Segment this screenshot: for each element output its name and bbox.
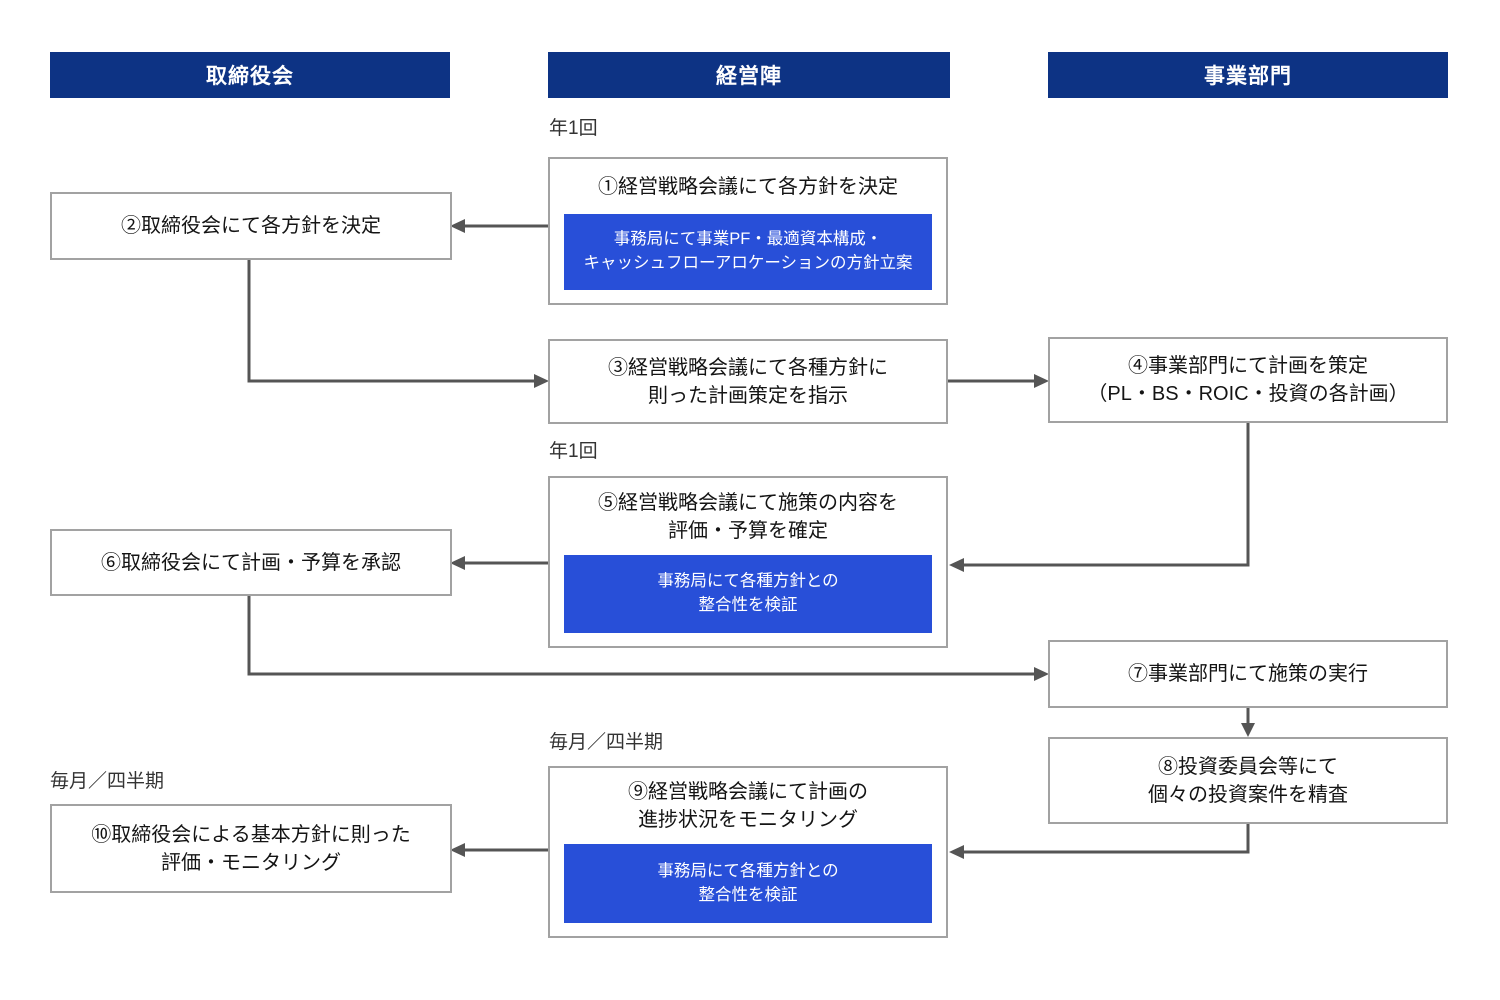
connector-8-to-9	[949, 823, 1250, 859]
process-box-4: ④事業部門にて計画を策定 （PL・BS・ROIC・投資の各計画）	[1048, 337, 1448, 423]
process-box-10-title: ⑩取締役会による基本方針に則った 評価・モニタリング	[91, 823, 411, 874]
process-box-7: ⑦事業部門にて施策の実行	[1048, 640, 1448, 708]
process-box-9: ⑨経営戦略会議にて計画の 進捗状況をモニタリング 事務局にて各種方針との 整合性…	[548, 766, 948, 938]
process-box-2: ②取締役会にて各方針を決定	[50, 192, 452, 260]
process-box-6: ⑥取締役会にて計画・予算を承認	[50, 529, 452, 596]
connector-1-to-2	[450, 219, 548, 233]
column-header-board: 取締役会	[50, 52, 450, 98]
process-box-3: ③経営戦略会議にて各種方針に 則った計画策定を指示	[548, 339, 948, 424]
connector-9-to-10	[450, 843, 548, 857]
frequency-label-annual-1: 年1回	[549, 118, 598, 139]
connector-2-to-3	[247, 260, 549, 388]
process-box-1-title: ①経営戦略会議にて各方針を決定	[598, 175, 898, 198]
process-box-10: ⑩取締役会による基本方針に則った 評価・モニタリング	[50, 804, 452, 893]
process-box-9-title: ⑨経営戦略会議にて計画の 進捗状況をモニタリング	[628, 781, 868, 831]
process-box-1-title-wrap: ①経営戦略会議にて各方針を決定	[550, 159, 946, 214]
process-box-2-title: ②取締役会にて各方針を決定	[121, 215, 381, 237]
connector-7-to-8	[1241, 707, 1255, 737]
process-box-9-title-wrap: ⑨経営戦略会議にて計画の 進捗状況をモニタリング	[550, 768, 946, 844]
secretariat-box-9: 事務局にて各種方針との 整合性を検証	[564, 844, 932, 923]
process-box-4-title: ④事業部門にて計画を策定 （PL・BS・ROIC・投資の各計画）	[1087, 355, 1409, 405]
process-box-8-title: ⑧投資委員会等にて 個々の投資案件を精査	[1148, 755, 1348, 806]
secretariat-box-1: 事務局にて事業PF・最適資本構成・ キャッシュフローアロケーションの方針立案	[564, 214, 932, 290]
process-box-5-title-wrap: ⑤経営戦略会議にて施策の内容を 評価・予算を確定	[550, 478, 946, 555]
process-box-7-title: ⑦事業部門にて施策の実行	[1128, 663, 1368, 685]
process-box-5: ⑤経営戦略会議にて施策の内容を 評価・予算を確定 事務局にて各種方針との 整合性…	[548, 476, 948, 648]
process-box-1: ①経営戦略会議にて各方針を決定 事務局にて事業PF・最適資本構成・ キャッシュフ…	[548, 157, 948, 305]
connector-4-to-5	[949, 423, 1250, 572]
connector-3-to-4	[948, 374, 1049, 388]
process-box-8: ⑧投資委員会等にて 個々の投資案件を精査	[1048, 737, 1448, 824]
column-header-management: 経営陣	[548, 52, 950, 98]
process-box-6-title: ⑥取締役会にて計画・予算を承認	[101, 551, 401, 574]
connector-5-to-6	[450, 556, 548, 570]
frequency-label-monthly-quarterly-1: 毎月／四半期	[549, 732, 664, 753]
connector-6-to-7	[247, 595, 1049, 681]
secretariat-box-5: 事務局にて各種方針との 整合性を検証	[564, 555, 932, 633]
column-header-business-division: 事業部門	[1048, 52, 1448, 98]
process-box-3-title: ③経営戦略会議にて各種方針に 則った計画策定を指示	[608, 356, 888, 407]
frequency-label-annual-2: 年1回	[549, 441, 598, 462]
frequency-label-monthly-quarterly-2: 毎月／四半期	[50, 771, 165, 792]
process-box-5-title: ⑤経営戦略会議にて施策の内容を 評価・予算を確定	[598, 491, 898, 542]
